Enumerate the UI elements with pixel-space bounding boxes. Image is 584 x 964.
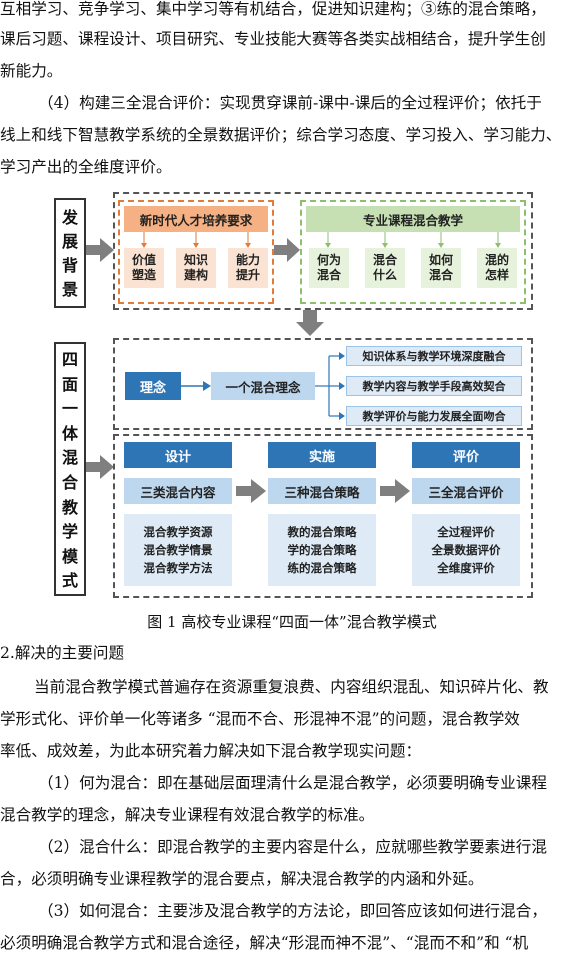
ability-improvement-box: 能力 提升 (228, 248, 268, 288)
design-item: 混合教学方法 (143, 561, 213, 575)
design-item: 混合教学情景 (143, 543, 213, 557)
section-heading: 2.解决的主要问题 (0, 644, 125, 662)
course-blended-header: 专业课程混合教学 (306, 206, 520, 232)
knowledge-construction-box: 知识 建构 (176, 248, 216, 288)
paragraph-line: 当前混合教学模式普遍存在资源重复浪费、内容组织混乱、知识碎片化、教 (34, 678, 549, 696)
paragraph-line: 课后习题、课程设计、项目研究、专业技能大赛等各类实战相结合，提升学生创 (0, 30, 546, 48)
background-dashed-container (113, 192, 533, 310)
paragraph-line: 互相学习、竞争学习、集中学习等有机结合，促进知识建构；③练的混合策略， (0, 0, 546, 18)
three-stage-dashed-container (113, 434, 533, 598)
paragraph-line: 学形式化、评价单一化等诸多 “混而不合、形混神不混”的问题，混合教学效 (0, 710, 520, 728)
concept-dashed-container (113, 338, 533, 430)
how-to-blend-box: 如何 混合 (421, 248, 461, 288)
arrow-down-icon (296, 310, 324, 336)
paragraph-line: 学习产出的全维度评价。 (0, 158, 172, 176)
blend-quality-box: 混的 怎样 (477, 248, 517, 288)
paragraph-line: （4）构建三全混合评价：实现贯穿课前-课中-课后的全过程评价；依托于 (38, 94, 542, 112)
arrow-right-icon (274, 238, 300, 262)
connector-arrows-icon (141, 232, 251, 248)
value-shaping-box: 价值 塑造 (124, 248, 164, 288)
figure-caption: 图 1 高校专业课程“四面一体”混合教学模式 (147, 613, 437, 631)
implementation-item: 学的混合策略 (287, 543, 357, 557)
paragraph-line: （2）混合什么：即混合教学的主要内容是什么，应就哪些教学要素进行混 (38, 838, 547, 856)
teaching-model-figure: 发 展 背 景 新时代人才培养要求 价值 塑造 知识 建构 能力 提升 专业课程… (0, 188, 584, 608)
arrow-right-icon (86, 238, 114, 262)
arrow-right-icon (236, 479, 266, 503)
concept-point-2: 教学内容与教学手段高效契合 (346, 376, 522, 396)
what-to-blend-box: 混合 什么 (365, 248, 405, 288)
evaluation-item: 全景数据评价 (431, 543, 501, 557)
four-in-one-model-label: 四 面 一 体 混 合 教 学 模 式 (54, 342, 86, 596)
paragraph-line: （3）如何混合：主要涉及混合教学的方法论，即回答应该如何进行混合， (38, 902, 547, 920)
three-blended-content-box: 三类混合内容 (124, 478, 232, 504)
evaluation-item: 全维度评价 (437, 561, 495, 575)
paragraph-line: 线上和线下智慧教学系统的全景数据评价；综合学习态度、学习投入、学习能力、 (0, 126, 562, 144)
paragraph-line: 合，必须明确专业课程教学的混合要点，解决混合教学的内涵和外延。 (0, 870, 484, 888)
one-blend-concept-box: 一个混合理念 (211, 372, 315, 400)
evaluation-items-box: 全过程评价 全景数据评价 全维度评价 (412, 514, 520, 586)
concept-point-3: 教学评价与能力发展全面吻合 (346, 406, 522, 426)
what-is-blending-box: 何为 混合 (309, 248, 349, 288)
paragraph-line: 新能力。 (0, 62, 63, 80)
talent-requirement-header: 新时代人才培养要求 (124, 206, 268, 232)
paragraph-line: 率低、成效差，为此本研究着力解决如下混合教学现实问题： (0, 742, 422, 760)
arrow-right-icon (86, 455, 114, 479)
paragraph-line: 必须明确混合教学方式和混合途径，解决“形混而神不混”、“混而不和”和 “机 (0, 934, 529, 952)
evaluation-item: 全过程评价 (437, 525, 495, 539)
paragraph-line: 混合教学的理念，解决专业课程有效混合教学的标准。 (0, 806, 375, 824)
three-blended-strategies-box: 三种混合策略 (268, 478, 376, 504)
arrow-right-icon (380, 479, 410, 503)
implementation-items-box: 教的混合策略 学的混合策略 练的混合策略 (268, 514, 376, 586)
arrow-right-icon (181, 381, 211, 391)
development-background-label: 发 展 背 景 (54, 198, 86, 308)
paragraph-line: （1）何为混合：即在基础层面理清什么是混合教学，必须要明确专业课程 (38, 774, 547, 792)
design-item: 混合教学资源 (143, 525, 213, 539)
implementation-header: 实施 (268, 442, 376, 468)
concept-label-box: 理念 (125, 372, 181, 400)
three-full-evaluation-box: 三全混合评价 (412, 478, 520, 504)
evaluation-header: 评价 (412, 442, 520, 468)
design-header: 设计 (124, 442, 232, 468)
implementation-item: 练的混合策略 (287, 561, 357, 575)
course-blended-group (300, 200, 526, 304)
design-items-box: 混合教学资源 混合教学情景 混合教学方法 (124, 514, 232, 586)
concept-point-1: 知识体系与教学环境深度融合 (346, 346, 522, 366)
connector-arrows-icon (325, 232, 501, 248)
talent-requirement-group (118, 200, 274, 304)
implementation-item: 教的混合策略 (287, 525, 357, 539)
branch-arrows-icon (315, 352, 345, 420)
